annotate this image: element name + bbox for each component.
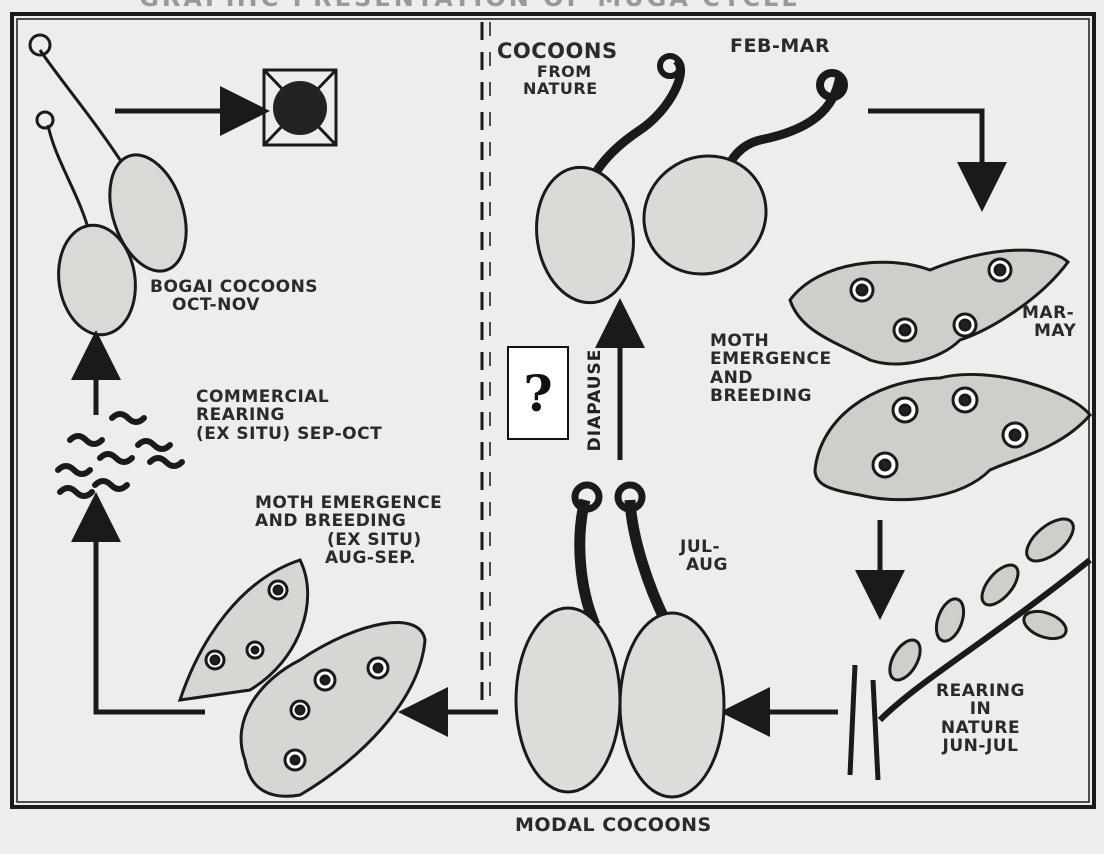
label-cocoons-from-nature: COCOONS FROM NATURE — [497, 40, 618, 97]
moths-ex-situ-drawing — [180, 560, 425, 796]
label-modal-cocoons: MODAL COCOONS — [515, 815, 712, 836]
label-feb-mar: FEB-MAR — [730, 36, 830, 57]
discarded-cocoon-box — [264, 70, 336, 145]
modal-cocoons-drawing — [516, 485, 724, 797]
label-moth-emergence-ex-situ: MOTH EMERGENCE AND BREEDING (EX SITU) AU… — [255, 494, 442, 567]
larvae-drawing — [58, 414, 182, 496]
label-commercial-rearing: COMMERCIAL REARING (EX SITU) SEP-OCT — [196, 388, 382, 443]
label-jul-aug: JUL- AUG — [680, 538, 728, 575]
diagram-title: GRAPHIC PRESENTATION OF MUGA CYCLE — [139, 0, 801, 12]
arrow-to-moth-emergence — [868, 111, 982, 192]
label-diapause: DIAPAUSE — [578, 334, 612, 466]
label-bogai-cocoons: BOGAI COCOONS OCT-NOV — [150, 278, 318, 315]
label-moth-emergence-nature: MOTH EMERGENCE AND BREEDING — [710, 332, 832, 405]
label-mar-may: MAR- MAY — [1022, 304, 1076, 341]
moths-nature-drawing — [790, 250, 1090, 500]
question-mark-box: ? — [507, 346, 569, 440]
label-rearing-in-nature: REARING IN NATURE JUN-JUL — [936, 682, 1025, 755]
